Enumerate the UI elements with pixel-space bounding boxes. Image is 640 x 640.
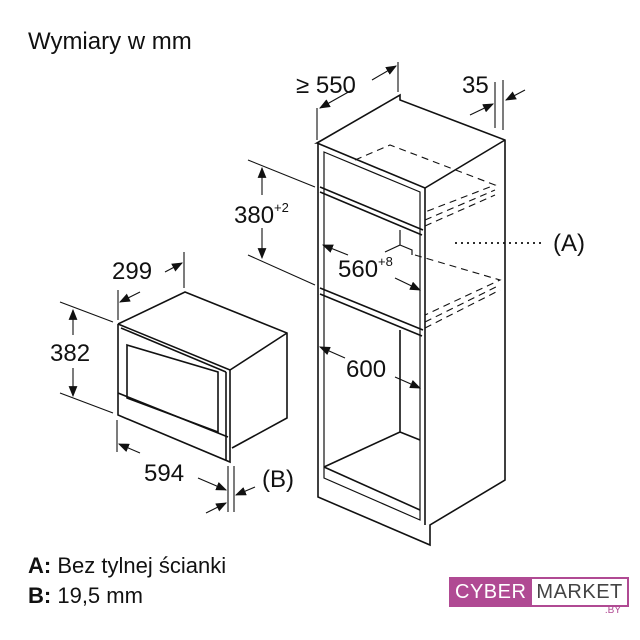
label-b: (B)	[262, 466, 294, 493]
front-offset-label: 35	[462, 72, 489, 99]
cabinet-depth-label: ≥ 550	[296, 72, 356, 99]
diagram-title: Wymiary w mm	[28, 28, 192, 55]
niche-height-label: 380+2	[234, 200, 289, 230]
cabinet-dimension-lines	[247, 62, 526, 389]
niche-height-value: 380	[234, 202, 275, 229]
microwave	[117, 291, 288, 464]
logo-suffix: .BY	[604, 605, 621, 616]
appliance-width-label: 594	[144, 460, 185, 487]
cabinet	[314, 93, 545, 547]
appliance-depth-label: 299	[112, 258, 153, 285]
niche-height-tolerance: +2	[274, 200, 289, 215]
cabinet-width-label: 600	[346, 356, 387, 383]
legend-b-text: 19,5 mm	[57, 583, 143, 608]
niche-width-label: 560+8	[338, 254, 393, 284]
cybermarket-logo: CYBER MARKET .BY	[449, 577, 629, 616]
legend-a-text: Bez tylnej ścianki	[57, 553, 227, 578]
logo-part-1: CYBER	[455, 581, 527, 603]
niche-width-value: 560	[338, 256, 379, 283]
label-a: (A)	[553, 230, 585, 257]
logo-part-2: MARKET	[532, 579, 627, 605]
legend-a-key: A:	[28, 553, 52, 578]
niche-width-tolerance: +8	[378, 254, 393, 269]
legend-b: B: 19,5 mm	[28, 583, 143, 609]
legend-a: A: Bez tylnej ścianki	[28, 553, 226, 579]
legend-b-key: B:	[28, 583, 52, 608]
microwave-dimension-lines	[59, 252, 256, 514]
appliance-height-label: 382	[50, 340, 91, 367]
